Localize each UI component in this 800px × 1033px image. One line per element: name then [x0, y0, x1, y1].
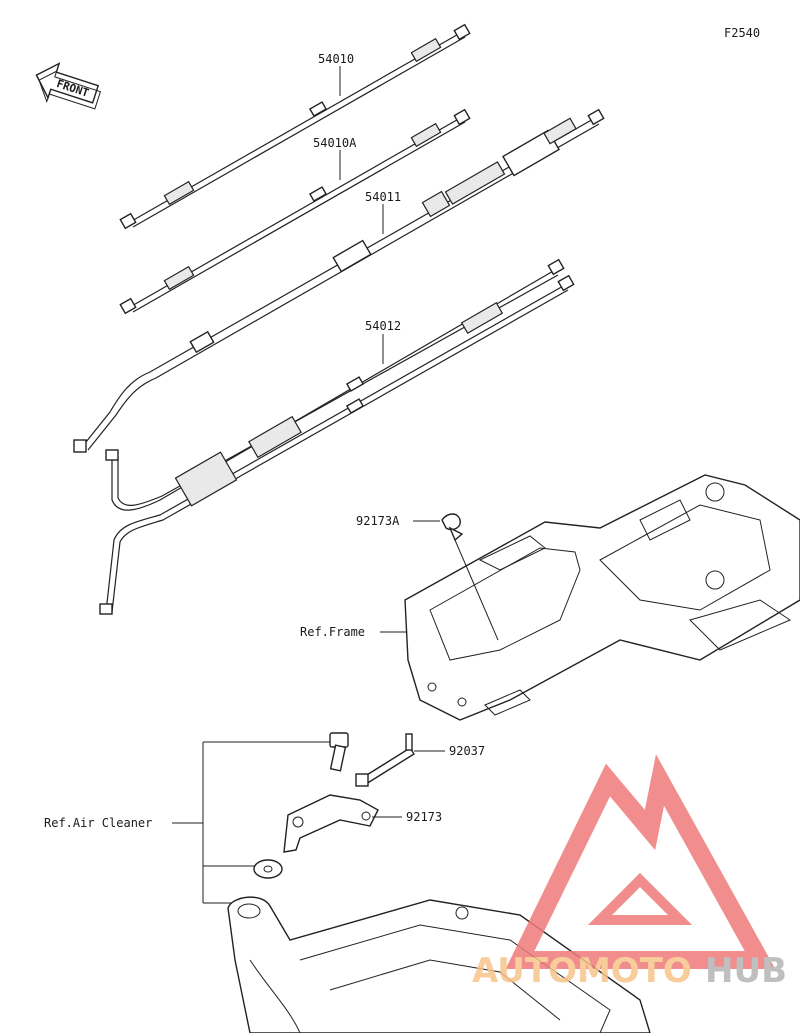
ref-frame-label: Ref.Frame	[300, 625, 365, 639]
cable-54010	[119, 23, 471, 230]
automotohub-logo-icon	[505, 754, 776, 969]
bracket-92173	[283, 794, 379, 853]
band-92037	[355, 733, 415, 787]
watermark-word-a: AUTOMOTO	[472, 951, 692, 991]
cable-54012	[99, 258, 575, 615]
cable-54011	[73, 108, 605, 453]
figure-code: F2540	[724, 26, 760, 40]
part-number-54011: 54011	[365, 190, 401, 204]
part-number-92173: 92173	[406, 810, 442, 824]
part-number-54010: 54010	[318, 52, 354, 66]
part-number-54010a: 54010A	[313, 136, 357, 150]
air-cleaner-reference	[227, 896, 651, 1033]
washer	[253, 859, 283, 879]
part-number-92037: 92037	[449, 744, 485, 758]
cable-54010a	[119, 108, 471, 315]
watermark-word-b: HUB	[705, 951, 787, 991]
automotohub-watermark: AUTOMOTO HUB	[472, 754, 787, 991]
part-number-92173a: 92173A	[356, 514, 400, 528]
ref-air-cleaner-label: Ref.Air Cleaner	[44, 816, 152, 830]
bolt	[329, 732, 349, 772]
part-number-54012: 54012	[365, 319, 401, 333]
frame-reference	[404, 474, 800, 721]
ref-air-cleaner-bracket	[172, 741, 330, 904]
clamp-92173a	[441, 513, 499, 641]
front-arrow-icon: FRONT	[35, 62, 102, 110]
